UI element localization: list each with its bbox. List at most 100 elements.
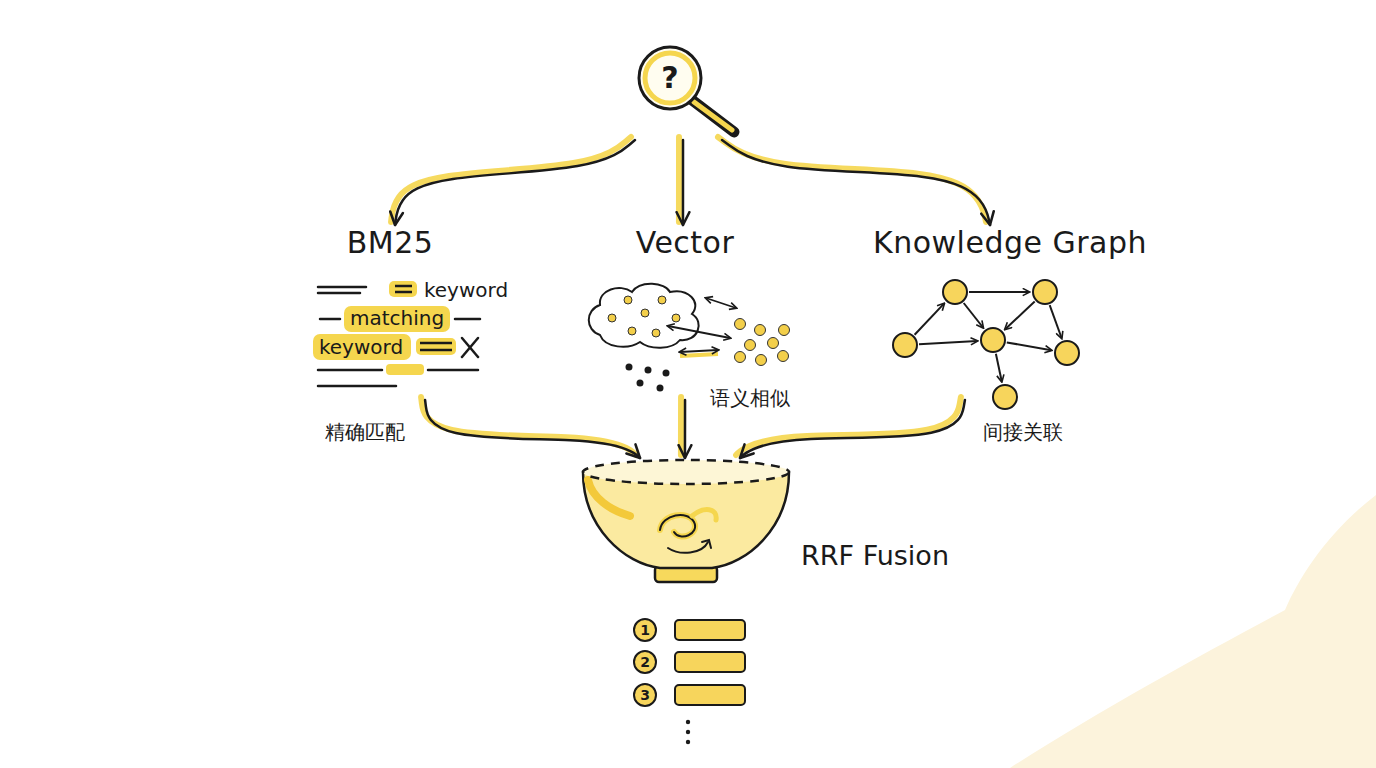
bowl-body bbox=[583, 472, 789, 568]
similarity-highlight bbox=[680, 354, 718, 356]
text-line bbox=[455, 318, 480, 321]
arrow-line bbox=[682, 140, 685, 225]
bowl-shine bbox=[588, 480, 630, 516]
similarity-arrow bbox=[668, 326, 730, 338]
vector-dot bbox=[641, 309, 649, 317]
text-line bbox=[318, 369, 382, 372]
retriever-caption: 语义相似 bbox=[710, 388, 790, 408]
arrow-line bbox=[740, 400, 965, 458]
vector-dot bbox=[672, 314, 680, 322]
graph-edge bbox=[964, 303, 983, 328]
flow-arrow bbox=[679, 137, 683, 225]
graph-edge bbox=[969, 291, 1029, 293]
flow-arrow bbox=[421, 397, 640, 458]
arrow-line bbox=[722, 140, 990, 225]
highlight bbox=[344, 306, 450, 332]
text-line bbox=[318, 286, 366, 289]
background-wash bbox=[1010, 495, 1376, 768]
result-bar bbox=[675, 685, 745, 705]
graph-edge bbox=[1007, 342, 1051, 350]
equals-symbol bbox=[395, 291, 412, 294]
text-line bbox=[428, 369, 478, 372]
arrow-line bbox=[684, 400, 687, 458]
text-line bbox=[320, 318, 340, 321]
equals-symbol bbox=[420, 342, 452, 345]
embedding-cloud bbox=[589, 284, 699, 348]
vector-dot bbox=[735, 319, 746, 330]
retriever-panel: Knowledge Graph间接关联 bbox=[875, 225, 1145, 400]
retriever-title: BM25 bbox=[347, 228, 434, 258]
magnifier-lens bbox=[639, 47, 701, 109]
flow-arrow bbox=[718, 137, 990, 225]
keyword-text: keyword bbox=[319, 337, 403, 357]
cross-symbol bbox=[462, 338, 478, 357]
vector-dot bbox=[657, 385, 664, 392]
magnifier-handle bbox=[694, 102, 732, 130]
fusion-title: RRF Fusion bbox=[801, 542, 949, 569]
vector-dot bbox=[745, 340, 756, 351]
text-line bbox=[318, 292, 360, 295]
magnifier-ring bbox=[645, 53, 695, 103]
graph-edge bbox=[996, 354, 1002, 382]
vector-dot bbox=[626, 364, 633, 371]
keyword-text: matching bbox=[350, 308, 444, 328]
highlight bbox=[389, 281, 417, 297]
ellipsis-dot bbox=[686, 720, 690, 724]
rank-number: 2 bbox=[640, 655, 650, 669]
retriever-title: Vector bbox=[636, 228, 735, 258]
vector-dot bbox=[779, 325, 790, 336]
similarity-arrow bbox=[680, 350, 718, 352]
text-line bbox=[318, 385, 396, 388]
cross-symbol bbox=[462, 338, 478, 357]
vector-dot bbox=[608, 314, 616, 322]
graph-node bbox=[1055, 341, 1079, 365]
vector-dot bbox=[628, 327, 636, 335]
equals-symbol bbox=[420, 349, 452, 352]
vector-dot bbox=[735, 352, 746, 363]
magnifier-handle bbox=[692, 100, 734, 132]
mix-swirl bbox=[668, 542, 708, 553]
vector-dot bbox=[645, 367, 652, 374]
vector-dot bbox=[768, 338, 779, 349]
rank-badge bbox=[634, 619, 656, 641]
mix-swirl bbox=[702, 540, 711, 548]
vector-dot bbox=[756, 355, 767, 366]
arrow-highlight bbox=[718, 137, 986, 222]
retriever-title: Knowledge Graph bbox=[873, 228, 1147, 258]
bowl-outline bbox=[580, 458, 792, 588]
arrow-highlight bbox=[678, 397, 684, 455]
rank-badge bbox=[634, 651, 656, 673]
graph-edge bbox=[1050, 305, 1062, 338]
mix-swirl bbox=[660, 515, 695, 537]
mix-swirl bbox=[660, 515, 695, 537]
arrow-highlight bbox=[421, 397, 636, 455]
bowl-rim bbox=[583, 460, 789, 484]
arrow-highlight bbox=[676, 137, 682, 222]
arrow-line bbox=[395, 140, 635, 225]
vector-dot bbox=[624, 296, 632, 304]
similarity-arrow bbox=[706, 298, 736, 308]
graph-edge bbox=[1005, 302, 1034, 330]
graph-node bbox=[993, 385, 1017, 409]
rank-number: 3 bbox=[640, 688, 650, 702]
flow-arrow bbox=[681, 397, 685, 458]
arrow-highlight bbox=[736, 397, 961, 455]
keyword-text: keyword bbox=[424, 280, 508, 300]
graph-edge bbox=[915, 304, 944, 335]
graph-node bbox=[981, 328, 1005, 352]
result-bar bbox=[675, 620, 745, 640]
question-mark: ? bbox=[661, 63, 678, 93]
mix-swirl bbox=[692, 510, 716, 520]
retriever-caption: 间接关联 bbox=[983, 422, 1063, 442]
vector-dot bbox=[755, 325, 766, 336]
equals-symbol bbox=[395, 285, 412, 288]
highlight bbox=[313, 334, 411, 360]
retriever-caption: 精确匹配 bbox=[325, 422, 405, 442]
graph-node bbox=[943, 280, 967, 304]
vector-dot bbox=[663, 370, 670, 377]
fusion-bowl: RRF Fusion bbox=[580, 458, 792, 588]
